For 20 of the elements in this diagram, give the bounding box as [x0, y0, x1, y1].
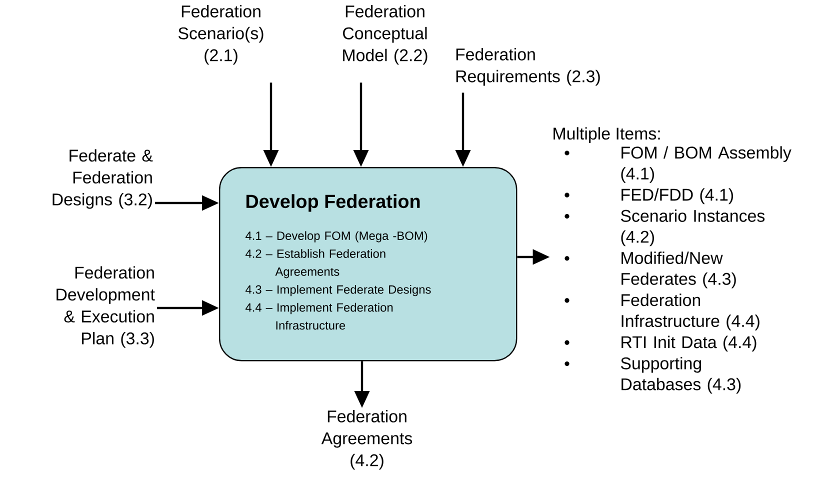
input-label: Federation Requirements (2.3)	[456, 48, 600, 86]
process-box	[219, 167, 518, 362]
input-label: Federation Conceptual Model (2.2)	[343, 5, 428, 65]
list-heading: Multiple Items:	[554, 127, 660, 143]
output-label: Federation Agreements (4.2)	[321, 410, 412, 470]
list-item: FED/FDD (4.1)	[622, 188, 733, 204]
input-label: Federation Development & Execution Plan (3.3)	[56, 266, 155, 348]
step-item: 4.2 – Establish Federation Agreements	[246, 249, 386, 278]
box-title: Develop Federation	[246, 194, 420, 212]
input-label: Federation Scenario(s) (2.1)	[178, 5, 264, 65]
list-item: Scenario Instances (4.2)	[620, 209, 765, 246]
list-item: Federation Infrastructure (4.4)	[622, 294, 760, 330]
step-item: 4.4 – Implement Federation Infrastructure	[246, 302, 393, 330]
list-item: Modified/New Federates (4.3)	[622, 252, 736, 288]
list-item: FOM / BOM Assembly (4.1)	[621, 146, 792, 183]
step-item: 4.3 – Implement Federate Designs	[246, 285, 431, 296]
list-item: Supporting Databases (4.3)	[620, 356, 741, 394]
input-label: Federate & Federation Designs (3.2)	[52, 149, 153, 209]
step-item: 4.1 – Develop FOM (Mega -BOM)	[246, 231, 428, 242]
list-item: RTI Init Data (4.4)	[622, 336, 756, 352]
